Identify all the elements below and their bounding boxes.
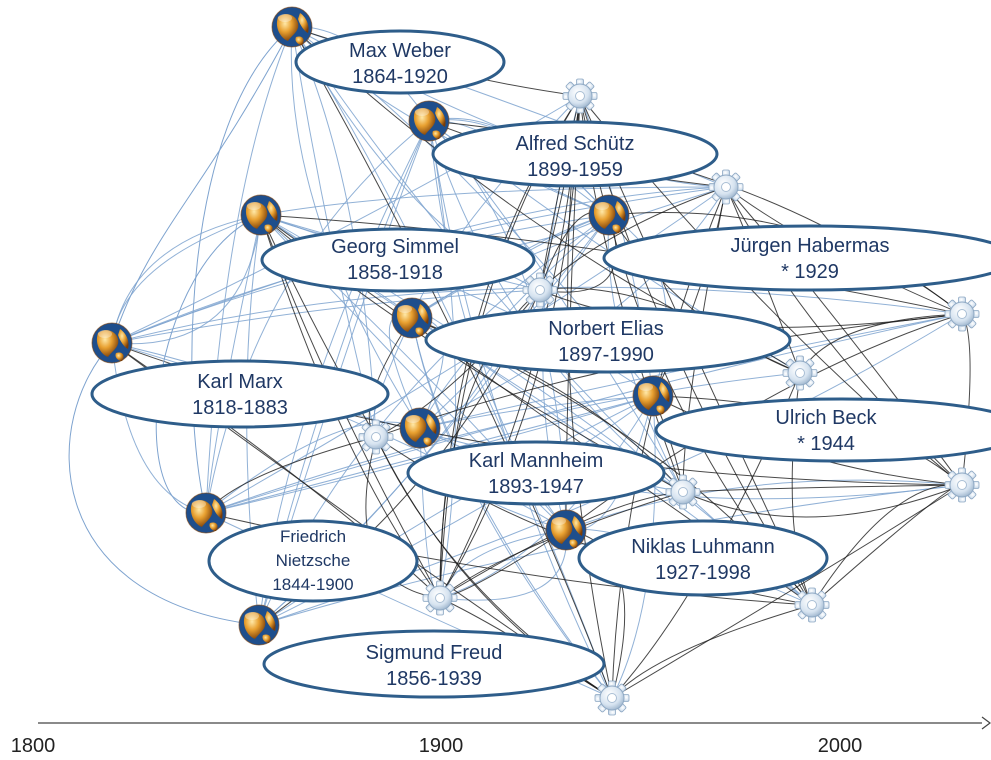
reception-edge	[682, 484, 963, 518]
influence-edge	[419, 395, 654, 429]
axis-label-2000: 2000	[818, 735, 863, 757]
gear-icon	[944, 467, 980, 503]
gear-icon	[562, 78, 598, 114]
influence-edge	[191, 26, 293, 514]
node-marx[interactable]: Karl Marx 1818-1883	[90, 359, 390, 429]
globe-icon	[391, 297, 433, 339]
influence-edge	[111, 214, 262, 344]
influence-edge	[428, 120, 613, 699]
node-name-line-2: Nietzsche	[276, 551, 351, 570]
influence-edge	[419, 313, 963, 429]
influence-edge	[68, 342, 260, 626]
gear-icon	[665, 474, 701, 510]
gear-icon	[794, 587, 830, 623]
globe-icon	[632, 375, 674, 417]
node-habermas[interactable]: Jürgen Habermas * 1929	[602, 224, 991, 292]
axis-arrow	[981, 716, 991, 730]
reception-edge	[291, 26, 613, 699]
influence-edge	[260, 186, 727, 216]
globe-icon	[238, 604, 280, 646]
node-mannheim[interactable]: Karl Mannheim 1893-1947	[406, 440, 666, 506]
gear-icon	[358, 419, 394, 455]
node-name: Niklas Luhmann	[631, 536, 774, 558]
reception-edge	[811, 484, 963, 606]
axis-label-1900: 1900	[419, 735, 464, 757]
node-freud[interactable]: Sigmund Freud 1856-1939	[262, 629, 606, 699]
gear-icon	[782, 355, 818, 391]
influence-edge	[565, 479, 963, 531]
reception-edge	[439, 491, 684, 599]
influence-edge	[111, 286, 963, 344]
node-name: Norbert Elias	[548, 318, 664, 340]
reception-edge	[682, 484, 963, 493]
globe-icon	[408, 100, 450, 142]
globe-icon	[91, 322, 133, 364]
gear-icon	[708, 169, 744, 205]
node-dates: 1858-1918	[347, 262, 443, 284]
influence-edge	[111, 214, 262, 344]
gear-icon	[944, 296, 980, 332]
globe-icon	[545, 509, 587, 551]
influence-edge	[111, 26, 293, 344]
globe-icon	[588, 194, 630, 236]
node-dates: 1897-1990	[558, 344, 654, 366]
node-name: Jürgen Habermas	[731, 235, 890, 257]
influence-edge	[205, 120, 430, 514]
influence-edge	[111, 214, 262, 345]
axis-label-1800: 1800	[11, 735, 56, 757]
reception-edge	[260, 214, 963, 315]
node-simmel[interactable]: Georg Simmel 1858-1918	[260, 227, 536, 293]
node-name-line-1: Friedrich	[280, 527, 346, 546]
reception-edge	[961, 313, 971, 486]
node-name: Ulrich Beck	[775, 407, 877, 429]
gear-icon	[594, 680, 630, 716]
birth-markers	[91, 6, 674, 646]
node-elias[interactable]: Norbert Elias 1897-1990	[424, 306, 792, 374]
reception-edge	[811, 484, 963, 606]
influence-edge	[205, 26, 293, 514]
node-dates: 1864-1920	[352, 66, 448, 88]
globe-icon	[240, 194, 282, 236]
node-nietzsche[interactable]: Friedrich Nietzsche 1844-1900	[207, 519, 419, 603]
node-schuetz[interactable]: Alfred Schütz 1899-1959	[431, 120, 719, 188]
globe-icon	[271, 6, 313, 48]
node-dates: 1927-1998	[655, 562, 751, 584]
timeline-axis: 1800 1900 2000	[11, 716, 991, 757]
reception-edge	[539, 186, 727, 291]
node-weber[interactable]: Max Weber 1864-1920	[294, 29, 506, 95]
death-markers	[358, 78, 980, 716]
node-dates: 1893-1947	[488, 476, 584, 498]
influence-edge	[428, 120, 457, 599]
globe-icon	[399, 407, 441, 449]
node-name: Alfred Schütz	[516, 133, 635, 155]
node-luhmann[interactable]: Niklas Luhmann 1927-1998	[577, 519, 829, 597]
node-dates: 1899-1959	[527, 159, 623, 181]
reception-edge	[539, 95, 581, 291]
node-name: Max Weber	[349, 40, 451, 62]
gear-icon	[522, 272, 558, 308]
reception-edge	[611, 484, 963, 699]
node-dates: 1856-1939	[386, 668, 482, 690]
person-nodes: Max Weber 1864-1920 Alfred Schütz 1899-1…	[90, 29, 991, 699]
node-name: Karl Marx	[197, 371, 283, 393]
globe-icon	[185, 492, 227, 534]
node-dates: * 1944	[797, 433, 855, 455]
node-beck[interactable]: Ulrich Beck * 1944	[654, 397, 991, 463]
node-dates: 1844-1900	[272, 575, 353, 594]
influence-edge	[111, 289, 541, 344]
node-name: Georg Simmel	[331, 236, 459, 258]
gear-icon	[422, 580, 458, 616]
reception-edge	[611, 604, 813, 699]
node-dates: * 1929	[781, 261, 839, 283]
node-name: Sigmund Freud	[366, 642, 503, 664]
node-name: Karl Mannheim	[469, 450, 604, 472]
node-dates: 1818-1883	[192, 397, 288, 419]
